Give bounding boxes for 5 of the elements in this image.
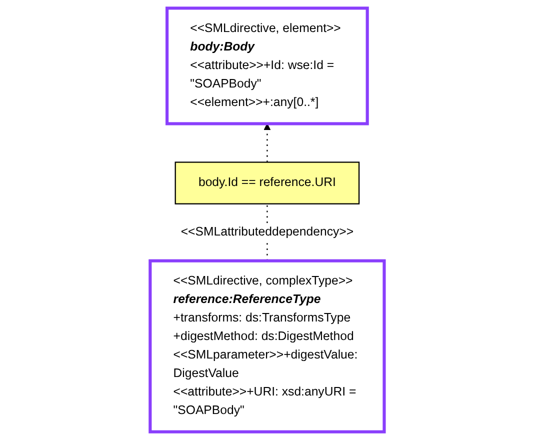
node-box: body.Id == reference.URI	[175, 162, 360, 204]
edge-label: <<SMLattributeddependency>>	[181, 225, 354, 238]
node-box: <<SMLdirective, complexType>> reference:ReferenceType +transforms: ds:TransformsType +digestMethod: ds:DigestMethod <<SMLparameter>>+digestValue: DigestValue <<attribute>>+URI: xsd:anyURI = "SOAPBody"	[148, 259, 386, 434]
arrow	[264, 123, 271, 162]
node-box: <<SMLdirective, element>> body:Body <<attribute>>+Id: wse:Id = "SOAPBody" <<element>>+:any[0..*]	[166, 6, 370, 126]
